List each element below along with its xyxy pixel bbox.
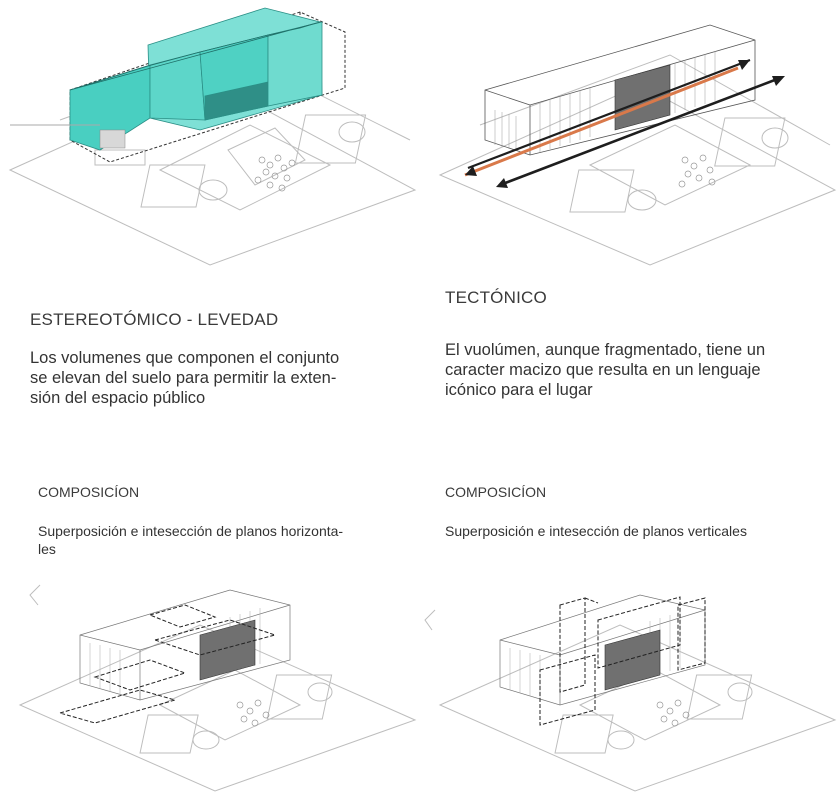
site-plane — [438, 624, 837, 792]
circle-court-2 — [307, 682, 333, 702]
circle-court-1 — [627, 189, 657, 211]
teal-volumes — [69, 7, 323, 151]
stereotomic-body-line-3: sión del espacio público — [30, 389, 206, 407]
circle-court-1 — [198, 179, 228, 201]
dark-core-volume — [614, 64, 671, 131]
stereotomic-title: ESTEREOTÓMICO - LEVEDAD — [30, 310, 279, 329]
composition-vertical-title: COMPOSICÍON — [445, 484, 547, 500]
diagram-vertical-planes — [420, 565, 840, 793]
dark-core-volume — [199, 619, 256, 681]
diagram-horizontal-planes — [0, 565, 420, 793]
plaza-plot — [158, 124, 332, 211]
circle-court-1 — [607, 730, 635, 750]
circle-court-2 — [727, 682, 753, 702]
building-wireframe — [499, 594, 706, 706]
tectonic-body-line-2: caracter macizo que resulta en un lengua… — [445, 361, 761, 379]
building-wireframe — [79, 589, 291, 701]
diagram-tectonic — [420, 0, 840, 270]
dark-core-volume — [604, 629, 661, 691]
stereotomic-body-line-1: Los volumenes que componen el conjunto — [30, 349, 340, 367]
composition-horizontal-title: COMPOSICÍON — [38, 484, 140, 500]
dark-axis-arrow — [499, 76, 781, 187]
dashed-horizontal-planes — [58, 604, 277, 724]
composition-horizontal-body-line-1: Superposición e intesección de planos ho… — [38, 523, 344, 539]
tectonic-body-line-3: icónico para el lugar — [445, 381, 593, 399]
circle-court-2 — [338, 121, 366, 143]
diagram-stereotomic — [0, 0, 420, 270]
stereotomic-body-line-2: se elevan del suelo para permitir la ext… — [30, 369, 337, 387]
gravel-texture — [254, 154, 296, 192]
circle-court-2 — [761, 127, 789, 149]
plaza-plot — [158, 669, 302, 741]
orange-axis-arrow — [464, 66, 739, 177]
site-plane — [438, 84, 837, 266]
composition-vertical-body-line-1: Superposición e intesección de planos ve… — [445, 523, 747, 539]
gravel-texture — [236, 699, 270, 727]
plaza-plot — [588, 124, 752, 206]
tectonic-body-line-1: El vuolúmen, aunque fragmentado, tiene u… — [445, 341, 766, 359]
building-wireframe — [484, 24, 756, 156]
dashed-vertical-planes — [539, 596, 706, 726]
composition-horizontal-body-line-2: les — [38, 541, 56, 557]
circle-court-1 — [192, 730, 220, 750]
axis-arrows — [464, 58, 785, 188]
gravel-texture — [656, 699, 690, 727]
tectonic-title: TECTÓNICO — [445, 288, 547, 307]
gravel-texture — [678, 154, 716, 188]
